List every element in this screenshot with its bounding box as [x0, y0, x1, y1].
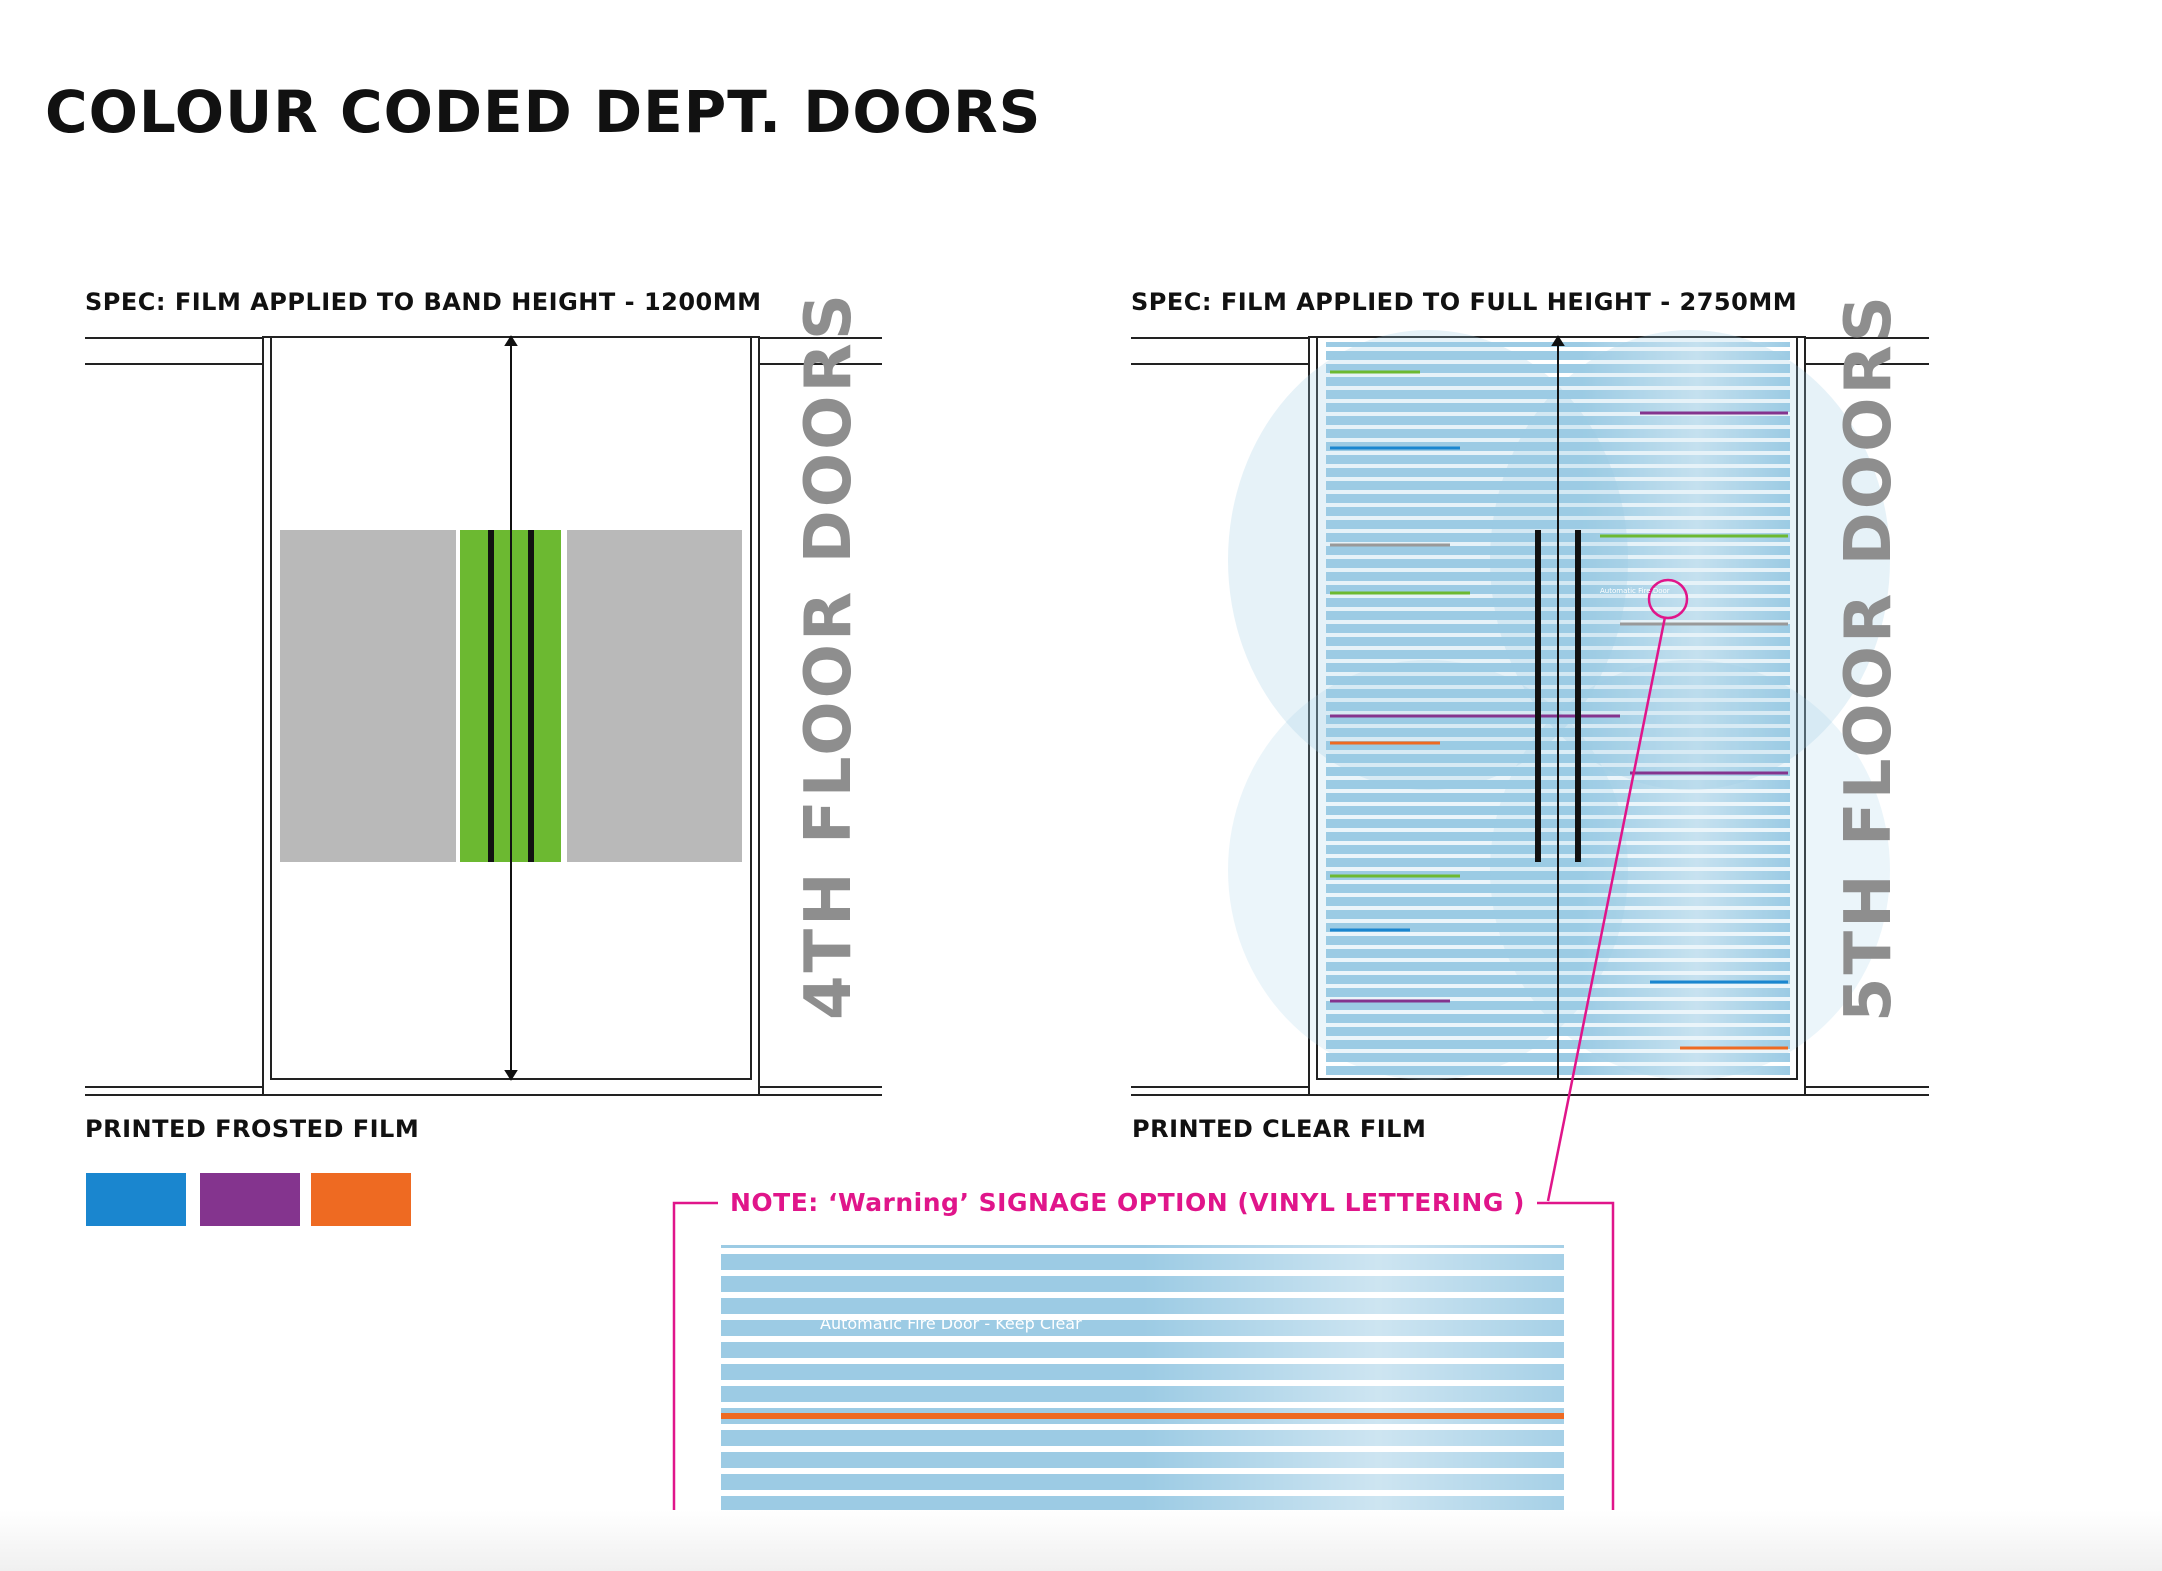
right-height-arrow — [1551, 335, 1565, 1079]
page-title: COLOUR CODED DEPT. DOORS — [45, 78, 1042, 146]
note-label: NOTE: ‘Warning’ SIGNAGE OPTION (VINYL LE… — [718, 1188, 1537, 1217]
left-door-frame — [85, 336, 882, 1096]
sign-text: Automatic Fire Door - Keep Clear — [820, 1314, 1082, 1333]
page-bottom-shade — [0, 1510, 2162, 1571]
swatch-blue — [86, 1173, 186, 1226]
signage-sample — [721, 1245, 1564, 1522]
right-floor-label: 5TH FLOOR DOORS — [1832, 293, 1906, 1022]
right-spec-label: SPEC: FILM APPLIED TO FULL HEIGHT - 2750… — [1131, 288, 1798, 316]
left-floor-label: 4TH FLOOR DOORS — [792, 291, 866, 1020]
left-door-handles — [488, 530, 534, 862]
swatch-purple — [200, 1173, 300, 1226]
callout-tiny-text: Automatic Fire Door — [1600, 587, 1670, 595]
left-height-arrow — [504, 335, 518, 1081]
right-door-handles — [1535, 530, 1581, 862]
left-spec-label: SPEC: FILM APPLIED TO BAND HEIGHT - 1200… — [85, 288, 762, 316]
swatch-orange — [311, 1173, 411, 1226]
left-frosted-band — [280, 530, 742, 862]
right-film-label: PRINTED CLEAR FILM — [1132, 1115, 1427, 1143]
left-film-label: PRINTED FROSTED FILM — [85, 1115, 420, 1143]
